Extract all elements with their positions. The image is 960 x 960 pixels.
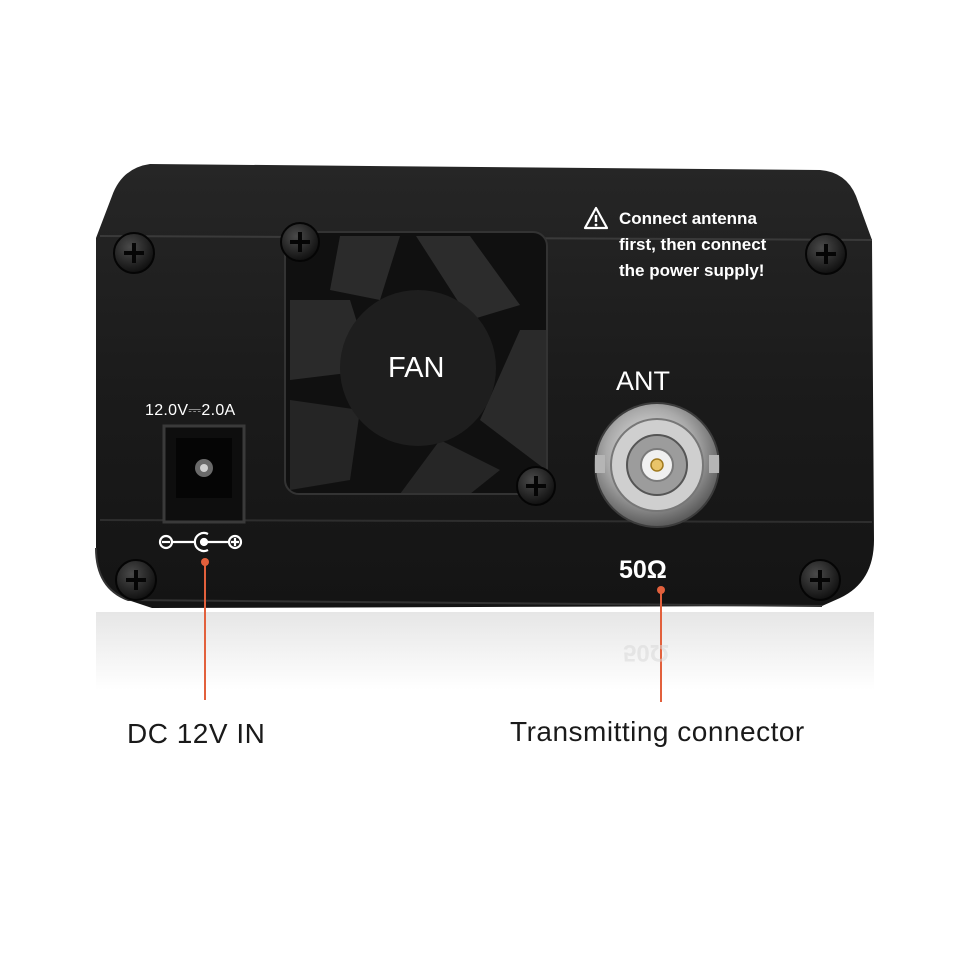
screw-bottom-right: [799, 559, 841, 601]
dc-callout-dot: [201, 558, 209, 566]
fan-label: FAN: [388, 352, 445, 384]
dc-rating-label: 12.0V⎓2.0A: [145, 402, 236, 419]
warning-text: Connect antenna first, then connect the …: [619, 206, 766, 284]
warning-line-2: first, then connect: [619, 235, 767, 254]
impedance-label: 50Ω: [619, 556, 667, 584]
dc-in-callout: DC 12V IN: [127, 718, 266, 749]
tx-callout-dot: [657, 586, 665, 594]
transmitting-connector-callout: Transmitting connector: [510, 716, 805, 747]
antenna-label: ANT: [616, 366, 670, 396]
impedance-label-reflection: 50Ω: [623, 639, 669, 666]
screw-top-right: [805, 233, 847, 275]
screw-top-left: [113, 232, 155, 274]
fan-grille: [284, 231, 548, 495]
warning-line-3: the power supply!: [619, 261, 765, 280]
warning-icon: [583, 206, 609, 230]
panel-reflection: [96, 612, 874, 690]
warning-line-1: Connect antenna: [619, 209, 757, 228]
screw-top-inner: [280, 222, 320, 262]
bnc-antenna-connector: [594, 402, 720, 528]
dc-power-jack: [162, 424, 246, 524]
polarity-symbol: [158, 531, 243, 553]
screw-middle: [516, 466, 556, 506]
screw-bottom-left: [115, 559, 157, 601]
